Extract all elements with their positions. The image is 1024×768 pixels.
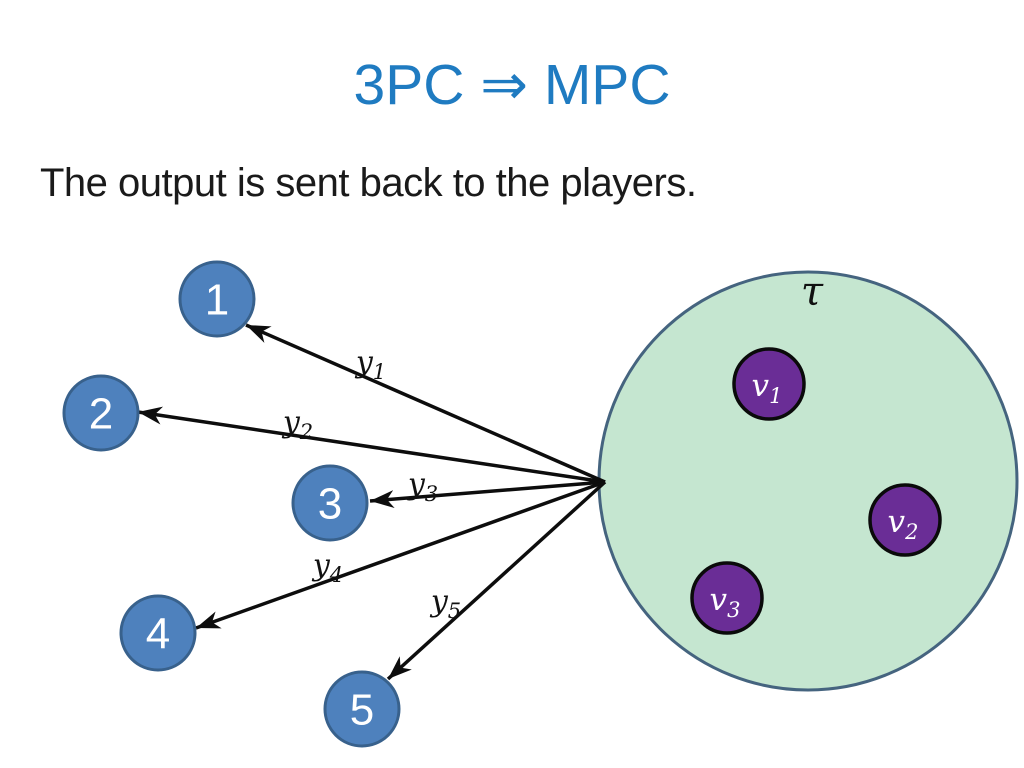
- player-node-2: 2: [62, 374, 140, 452]
- player-circle-2: [62, 374, 140, 452]
- value-label-v1: v1: [752, 368, 783, 408]
- arrow-y1: [245, 323, 606, 484]
- player-circle-4: [119, 594, 197, 672]
- value-node-v3: v3: [690, 561, 764, 635]
- player-node-5: 5: [323, 670, 401, 748]
- value-node-v2: v2: [868, 483, 942, 557]
- value-circle-v3: [690, 561, 764, 635]
- player-label-4: 4: [146, 609, 170, 658]
- player-circle-1: [178, 260, 256, 338]
- arrow-label-y4: y4: [311, 548, 343, 587]
- arrow-y4: [195, 480, 606, 630]
- slide-title: 3PC ⇒ MPC: [353, 53, 671, 117]
- player-label-5: 5: [350, 685, 374, 734]
- value-label-v2: v2: [888, 504, 919, 544]
- value-circle-v2: [868, 483, 942, 557]
- slide-subtitle: The output is sent back to the players.: [40, 161, 697, 205]
- arrow-label-y1: y1: [354, 345, 386, 384]
- player-label-3: 3: [318, 479, 342, 528]
- tau-label: τ: [801, 269, 824, 315]
- player-node-1: 1: [178, 260, 256, 338]
- arrow-label-y2: y2: [281, 405, 313, 444]
- arrow-y2: [137, 406, 606, 484]
- player-node-3: 3: [291, 464, 369, 542]
- player-label-2: 2: [89, 389, 113, 438]
- player-circle-3: [291, 464, 369, 542]
- tau-set-circle: [597, 270, 1019, 692]
- player-node-4: 4: [119, 594, 197, 672]
- arrow-label-y3: y3: [406, 467, 438, 506]
- player-label-1: 1: [205, 275, 229, 324]
- value-circle-v1: [732, 347, 806, 421]
- player-circle-5: [323, 670, 401, 748]
- arrow-label-y5: y5: [429, 584, 461, 623]
- value-node-v1: v1: [732, 347, 806, 421]
- arrow-y5: [386, 480, 607, 681]
- value-label-v3: v3: [710, 582, 741, 622]
- arrow-y3: [369, 480, 606, 509]
